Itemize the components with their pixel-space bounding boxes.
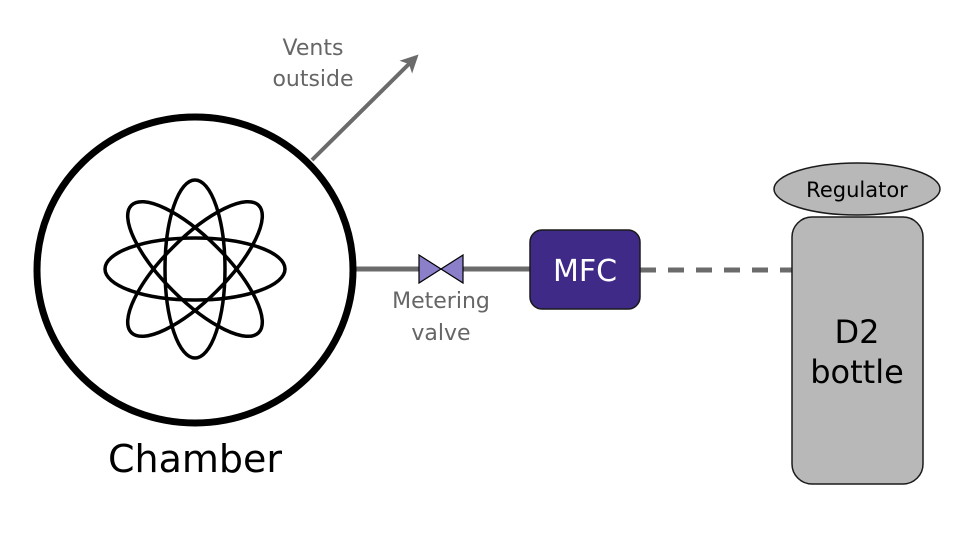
regulator: Regulator [773,162,941,216]
valve-label-line1: Metering [392,289,490,314]
mfc-box: MFC [529,229,641,310]
valve-label-line2: valve [411,321,470,346]
metering-valve-icon [418,253,464,285]
vent-label-line1: Vents [283,36,344,61]
bottle-label-line2: bottle [810,353,904,391]
chamber-label: Chamber [108,437,282,481]
atom-icon [103,178,287,360]
mfc-label: MFC [553,254,617,289]
vent-arrow [310,54,419,162]
chamber [33,113,357,427]
d2-bottle: D2 bottle [791,216,924,485]
chamber-outline [33,113,357,427]
bottle-label-line1: D2 [835,313,880,351]
vent-label-line2: outside [272,67,353,92]
regulator-label: Regulator [806,178,908,202]
